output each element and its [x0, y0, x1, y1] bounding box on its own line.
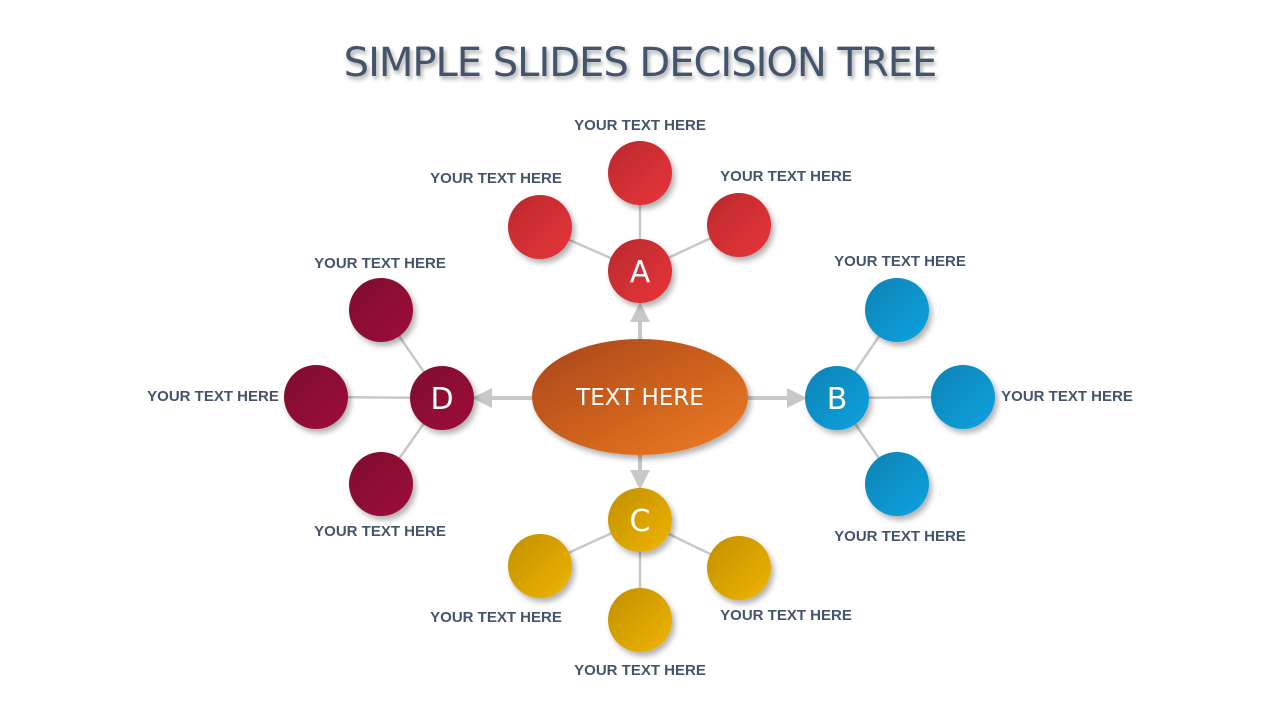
leaf-label-b-1: YOUR TEXT HERE [834, 253, 966, 270]
center-node-label: TEXT HERE [575, 385, 704, 411]
leaf-node-b-2 [931, 365, 995, 429]
leaf-node-b-3 [865, 452, 929, 516]
branch-hub-a [608, 239, 672, 303]
leaf-node-d-2 [284, 365, 348, 429]
leaf-node-a-3 [707, 193, 771, 257]
branch-hub-letter-c: C [630, 504, 651, 539]
leaf-node-c-1 [508, 534, 572, 598]
leaf-label-d-2: YOUR TEXT HERE [147, 388, 279, 405]
leaf-label-a-3: YOUR TEXT HERE [720, 168, 852, 185]
leaf-label-b-3: YOUR TEXT HERE [834, 528, 966, 545]
branch-hub-letter-d: D [430, 382, 453, 417]
leaf-node-c-3 [707, 536, 771, 600]
leaf-node-b-1 [865, 278, 929, 342]
branch-hub-letter-b: B [827, 382, 848, 417]
diagram-nodes [284, 141, 995, 652]
branch-hub-c [608, 488, 672, 552]
center-node [532, 339, 748, 455]
leaf-node-a-2 [608, 141, 672, 205]
branch-hub-d [410, 366, 474, 430]
diagram-labels: TEXT HERE YOUR TEXT HERE YOUR TEXT HERE YOU… [147, 117, 1133, 679]
leaf-label-c-1: YOUR TEXT HERE [430, 609, 562, 626]
leaf-node-c-2 [608, 588, 672, 652]
leaf-label-c-3: YOUR TEXT HERE [720, 607, 852, 624]
leaf-label-b-2: YOUR TEXT HERE [1001, 388, 1133, 405]
branch-hub-b [805, 366, 869, 430]
slide-title: SIMPLE SLIDES DECISION TREE [343, 40, 938, 86]
leaf-label-a-1: YOUR TEXT HERE [430, 170, 562, 187]
leaf-label-c-2: YOUR TEXT HERE [574, 662, 706, 679]
leaf-node-d-1 [349, 278, 413, 342]
leaf-label-a-2: YOUR TEXT HERE [574, 117, 706, 134]
leaf-label-d-3: YOUR TEXT HERE [314, 523, 446, 540]
leaf-label-d-1: YOUR TEXT HERE [314, 255, 446, 272]
leaf-node-a-1 [508, 195, 572, 259]
branch-hub-letter-a: A [630, 255, 651, 290]
leaf-node-d-3 [349, 452, 413, 516]
